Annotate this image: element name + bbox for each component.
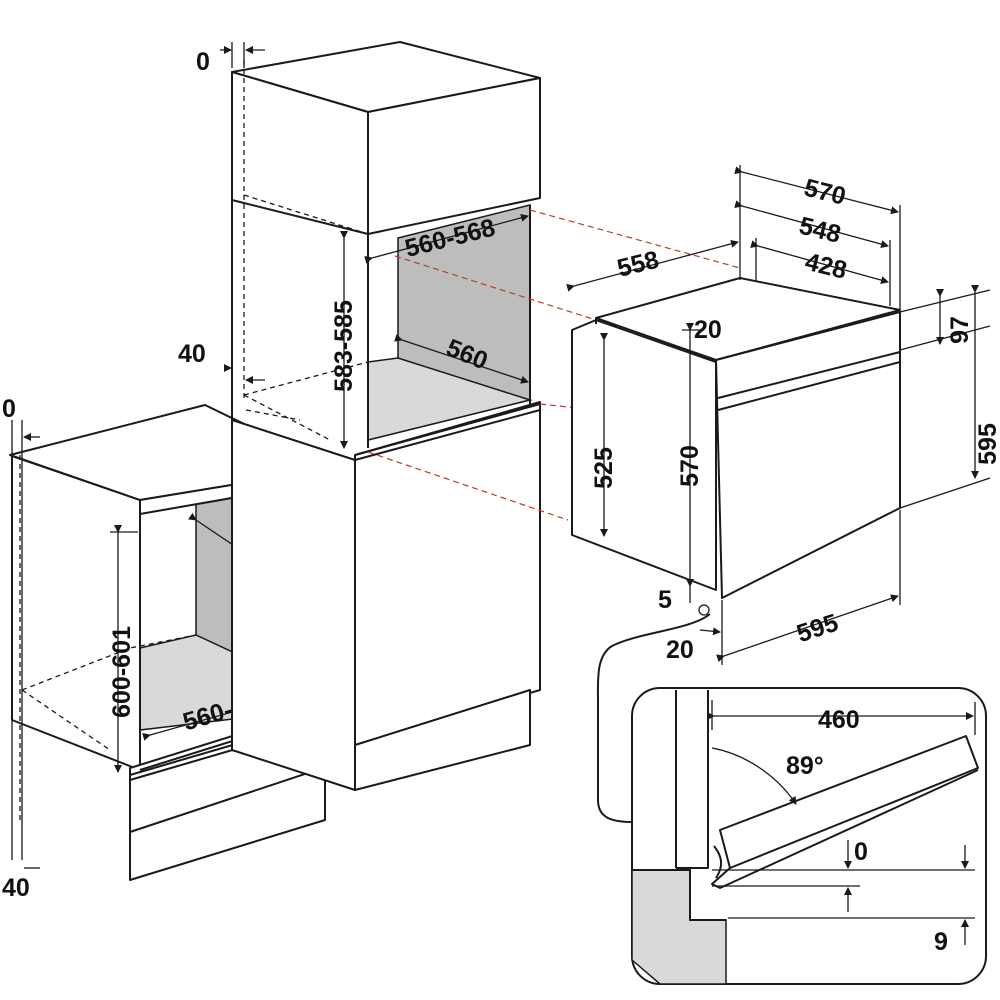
door-panel bbox=[719, 735, 979, 869]
tall-cabinet bbox=[231, 41, 541, 791]
dim-tall-side-gap: 40 bbox=[178, 340, 206, 368]
dim-oven-depth-top: 428 bbox=[802, 248, 849, 285]
dim-door-opening-depth: 460 bbox=[818, 706, 860, 734]
door-detail-frame bbox=[631, 687, 987, 985]
oven-dimensions: 570 548 428 558 20 97 595 525 570 5 20 5… bbox=[566, 165, 1000, 665]
dim-door-gap-top: 0 bbox=[854, 838, 868, 866]
dim-oven-bottom-offset: 5 bbox=[658, 586, 672, 614]
dim-base-top-gap: 0 bbox=[2, 395, 16, 423]
dim-oven-body-height: 570 bbox=[676, 445, 704, 487]
dim-base-bottom-gap: 40 bbox=[2, 874, 30, 902]
dim-oven-front-height: 595 bbox=[974, 423, 1000, 465]
dim-oven-front-offset: 20 bbox=[666, 636, 694, 664]
base-cabinet-side-panel bbox=[11, 455, 141, 771]
dim-tall-top-gap: 0 bbox=[196, 48, 210, 76]
dim-base-height: 600-601 bbox=[108, 626, 136, 718]
tall-cabinet-lower bbox=[354, 401, 541, 746]
oven bbox=[571, 277, 901, 599]
dim-oven-depth-body: 548 bbox=[796, 212, 843, 249]
dim-oven-control-height: 97 bbox=[946, 316, 974, 344]
oven-side bbox=[571, 319, 717, 591]
dim-door-angle: 89° bbox=[786, 752, 824, 780]
dim-oven-top-offset: 20 bbox=[694, 316, 722, 344]
door-detail-callout: 460 89° 0 9 bbox=[596, 613, 987, 985]
dim-oven-side-height: 525 bbox=[590, 447, 618, 489]
dim-tall-height: 583-585 bbox=[330, 300, 358, 392]
dim-oven-depth-total: 570 bbox=[801, 174, 848, 211]
dim-door-gap-bottom: 9 bbox=[934, 928, 948, 956]
dim-oven-width: 595 bbox=[793, 609, 841, 649]
dim-oven-side-depth: 558 bbox=[614, 246, 661, 283]
oven-front bbox=[715, 311, 901, 599]
